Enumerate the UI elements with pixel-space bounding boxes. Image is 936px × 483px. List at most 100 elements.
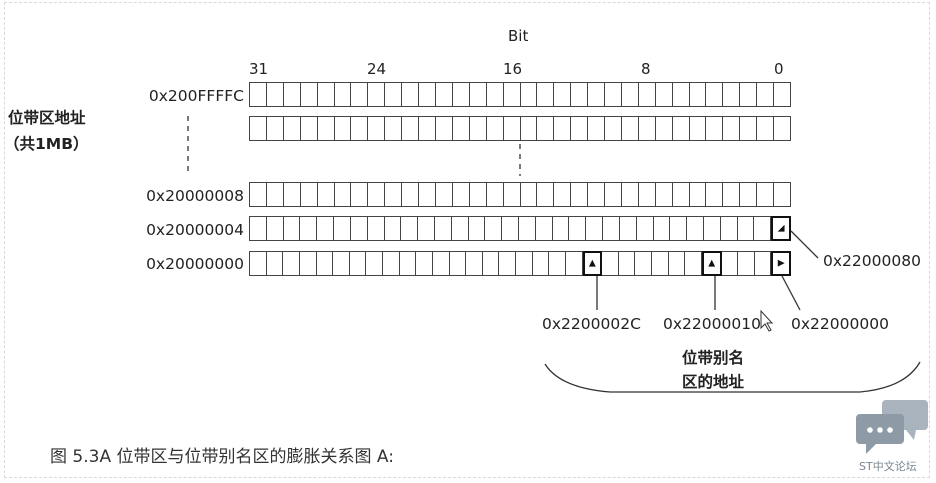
bit-cell-15 [519,216,536,241]
bit-cell-27 [317,216,335,241]
bit-cell-30 [266,82,284,107]
bit-cell-6 [670,216,688,241]
bit-cell-16 [503,82,521,107]
bit-cell-14 [537,82,555,107]
connector-0x22000000 [781,275,801,311]
highlighted-bit-cell-0: ▶ [771,251,791,276]
bit-cell-2 [740,182,758,207]
bit-cell-26 [334,82,352,107]
bit-cell-22 [402,116,420,141]
bit-cell-31 [249,251,267,276]
bit-cell-29 [283,251,300,276]
bit-cell-26 [334,182,352,207]
bit-cell-22 [399,251,417,276]
bit-cell-19 [452,82,470,107]
bit-cell-19 [449,251,467,276]
bit-cell-2 [740,116,758,141]
address-label: 0x20000004 [146,221,244,239]
chat-bubble-logo-icon [856,400,928,454]
bit-cell-1 [754,216,772,241]
bit-cell-9 [618,251,636,276]
bit-cell-16 [503,116,521,141]
bit-cell-3 [723,82,741,107]
bit-cell-16 [499,251,516,276]
bit-cell-28 [300,116,318,141]
bit-cell-29 [283,216,301,241]
bit-cell-18 [468,216,486,241]
bit-cell-15 [516,251,533,276]
bit-cell-4 [703,216,721,241]
bit-cell-16 [502,216,519,241]
bit-cell-20 [435,116,453,141]
highlighted-bit-cell-11: ▲ [582,251,603,276]
bit-cell-17 [485,216,503,241]
bit-cell-10 [603,216,620,241]
bit-cell-3 [721,251,739,276]
bit-cell-17 [482,251,500,276]
alias-region-label: 位带别名 [682,349,745,367]
bit-cell-5 [689,82,707,107]
figure-frame [4,2,930,478]
bit-tick-24: 24 [367,60,387,78]
bit-tick-8: 8 [641,60,651,78]
bit-cell-23 [383,251,400,276]
bit-cell-9 [621,116,639,141]
bit-cell-25 [351,82,369,107]
bit-cell-17 [486,82,504,107]
register-row [249,116,791,141]
bit-cell-6 [672,116,690,141]
bit-cell-29 [283,116,301,141]
bit-cell-23 [385,82,403,107]
address-label: 0x20000008 [146,187,244,205]
bit-cell-12 [565,251,583,276]
figure-caption: 图 5.3A 位带区与位带别名区的膨胀关系图 A: [50,447,394,467]
arrow-right-icon: ▶ [777,258,785,268]
bit-cell-4 [706,116,724,141]
bit-cell-22 [401,216,419,241]
bit-cell-24 [368,82,386,107]
bit-cell-18 [466,251,483,276]
bit-cell-10 [605,116,622,141]
connector-0x22000080 [790,230,819,259]
bit-cell-25 [351,116,369,141]
bitband-region-label: 位带区地址 [8,109,86,127]
bit-cell-30 [266,216,284,241]
bit-tick-0: 0 [774,60,784,78]
bit-cell-31 [249,216,267,241]
address-label: 0x20000000 [146,255,244,273]
bit-cell-19 [452,116,470,141]
bit-cell-10 [602,251,619,276]
bit-cell-1 [754,251,772,276]
bit-cell-4 [706,182,724,207]
bitband-region-size: （共1MB） [4,135,89,153]
arrow-up-icon: ▲ [708,258,716,268]
bit-cell-7 [652,251,669,276]
bit-cell-29 [283,82,301,107]
bit-cell-31 [249,182,267,207]
bit-cell-25 [351,182,369,207]
bit-cell-28 [300,82,318,107]
bit-cell-6 [672,182,690,207]
bit-cell-3 [720,216,738,241]
bit-cell-2 [737,216,755,241]
bit-cell-14 [537,182,555,207]
register-row [249,82,791,107]
bit-cell-22 [402,82,420,107]
bit-cell-13 [549,251,566,276]
bit-cell-18 [469,116,487,141]
bit-cell-21 [418,216,435,241]
bit-cell-18 [469,82,487,107]
bit-cell-23 [385,182,403,207]
bit-cell-9 [621,182,639,207]
bit-cell-20 [435,182,453,207]
bit-cell-8 [635,251,652,276]
bit-cell-9 [621,82,639,107]
register-row: ▲ ▲ ▶ [249,251,791,276]
bit-cell-11 [586,216,604,241]
bit-cell-8 [636,216,654,241]
bit-cell-8 [638,182,656,207]
bit-tick-31: 31 [249,60,269,78]
bit-cell-10 [605,182,622,207]
bit-cell-3 [723,182,741,207]
bit-cell-26 [334,116,352,141]
